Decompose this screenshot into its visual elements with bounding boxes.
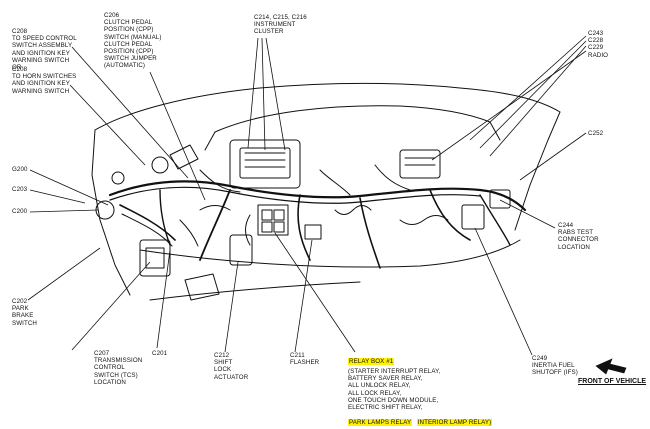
label-c252: C252 — [588, 130, 604, 137]
relay-item: (STARTER INTERRUPT RELAY, — [348, 368, 441, 375]
label-c208-speed-control: C208 TO SPEED CONTROL SWITCH ASSEMBLY AN… — [12, 28, 77, 72]
front-arrow-icon — [595, 358, 627, 375]
label-c200: C200 — [12, 208, 28, 215]
front-of-vehicle-label: FRONT OF VEHICLE — [578, 378, 647, 385]
label-c202-park-brake: C202 PARK BRAKE SWITCH — [12, 298, 38, 327]
label-c212-shift-lock: C212 SHIFT LOCK ACTUATOR — [214, 352, 249, 381]
label-c201: C201 — [152, 350, 168, 357]
label-c211-flasher: C211 FLASHER — [290, 352, 320, 367]
wiring-diagram: C208 TO SPEED CONTROL SWITCH ASSEMBLY AN… — [12, 12, 647, 427]
relay-item: ELECTRIC SHIFT RELAY, — [348, 404, 423, 412]
relay-item: ALL LOCK RELAY, — [348, 389, 402, 397]
label-c207-tcs: C207 TRANSMISSION CONTROL SWITCH (TCS) L… — [94, 350, 143, 386]
label-c244-rabs: C244 RABS TEST CONNECTOR LOCATION — [558, 222, 599, 251]
relay-item: BATTERY SAVER RELAY, — [348, 375, 423, 383]
label-c243-radio: C243 C228 C229 RADIO — [588, 30, 609, 59]
relay-item-highlighted: INTERIOR LAMP RELAY) — [416, 419, 493, 427]
relay-item: ONE TOUCH DOWN MODULE, — [348, 396, 439, 404]
relay-box-title: RELAY BOX #1 — [348, 358, 395, 366]
label-c249-ifs: C249 INERTIA FUEL SHUTOFF (IFS) — [532, 355, 578, 377]
relay-item-highlighted: PARK LAMPS RELAY — [348, 419, 413, 427]
label-c208-horn: C208 TO HORN SWITCHES AND IGNITION KEY W… — [12, 66, 77, 95]
label-g200: G200 — [12, 166, 28, 173]
dashboard-harness-illustration — [27, 35, 627, 375]
label-c206: C206 CLUTCH PEDAL POSITION (CPP) SWITCH … — [104, 12, 162, 70]
relay-box-legend: RELAY BOX #1 (STARTER INTERRUPT RELAY, B… — [348, 350, 493, 429]
relay-item: ALL UNLOCK RELAY, — [348, 382, 411, 390]
label-c203: C203 — [12, 186, 28, 193]
label-c214-cluster: C214, C215, C216 INSTRUMENT CLUSTER — [254, 14, 307, 36]
